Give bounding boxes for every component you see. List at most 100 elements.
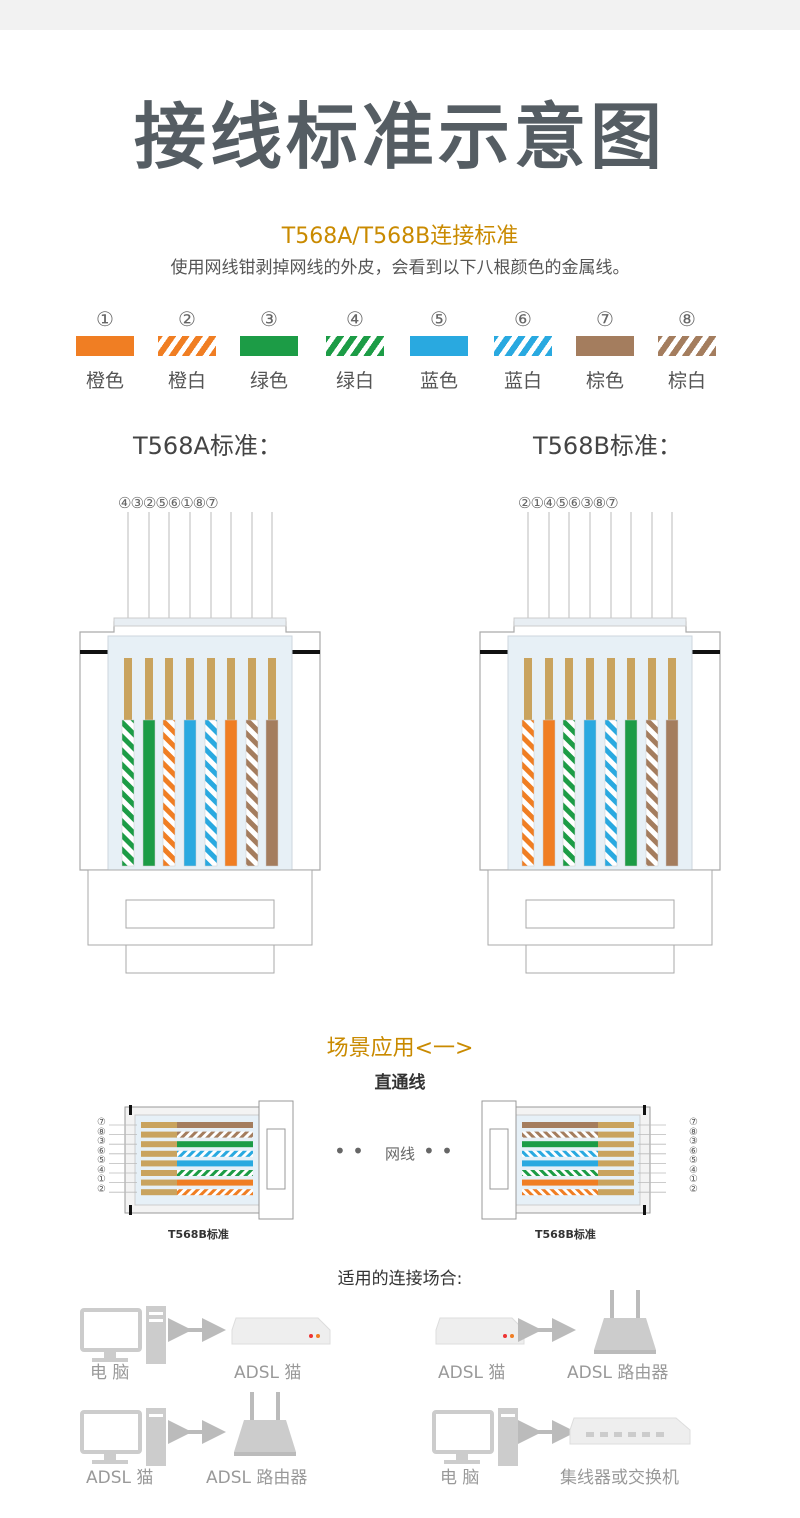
swatch-1: ① 橙色 xyxy=(70,306,140,393)
swatch-2: ② 橙白 xyxy=(152,306,222,393)
swatch-label: 棕白 xyxy=(667,370,706,392)
wire-6 xyxy=(604,719,618,867)
computer-icon-3 xyxy=(432,1408,518,1466)
t568b-connector-diagram xyxy=(479,512,721,974)
intro-description: 使用网线钳剥掉网线的外皮，会看到以下八根颜色的金属线。 xyxy=(170,258,630,278)
small-wire-2 xyxy=(522,1189,598,1196)
swatch-color-bar xyxy=(576,336,634,356)
device-label-7: 电 脑 xyxy=(440,1468,480,1488)
small-wire-7 xyxy=(522,1122,598,1128)
swatch-7: ⑦ 棕色 xyxy=(570,306,640,393)
router-icon xyxy=(594,1290,656,1354)
swatch-label: 蓝白 xyxy=(503,370,542,392)
straight-cable-label: 直通线 xyxy=(374,1073,426,1093)
computer-icon xyxy=(80,1306,166,1364)
computer-icon-2 xyxy=(80,1408,166,1466)
wire-4 xyxy=(121,719,135,867)
small-wire-6 xyxy=(522,1150,598,1157)
small-wire-3 xyxy=(522,1141,598,1148)
top-band xyxy=(0,0,800,30)
router-icon-2 xyxy=(234,1392,296,1456)
wire-4 xyxy=(562,719,576,867)
swatch-number: ③ xyxy=(260,307,278,331)
swatch-number: ④ xyxy=(346,307,364,331)
right-small-pins: ⑦⑧③⑥⑤④①② xyxy=(689,1117,698,1195)
wire-1 xyxy=(224,719,238,867)
small-wire-7 xyxy=(177,1122,253,1128)
swatch-label: 绿色 xyxy=(249,370,288,392)
swatch-number: ② xyxy=(178,307,196,331)
small-wire-1 xyxy=(177,1179,253,1186)
device-label-5: ADSL 猫 xyxy=(86,1468,154,1488)
modem-icon xyxy=(231,1317,331,1345)
device-icons xyxy=(80,1290,691,1466)
swatch-color-bar xyxy=(326,336,384,356)
page-title: 接线标准示意图 xyxy=(133,95,666,179)
swatch-8: ⑧ 棕白 xyxy=(652,306,722,393)
device-label-2: ADSL 猫 xyxy=(234,1363,302,1383)
wire-8 xyxy=(245,719,259,867)
t568a-pin-order: ④③②⑤⑥①⑧⑦ xyxy=(118,494,219,512)
swatch-color-bar xyxy=(494,336,552,356)
small-wire-8 xyxy=(177,1131,253,1138)
swatch-number: ⑥ xyxy=(514,307,532,331)
swatch-label: 橙色 xyxy=(85,370,124,392)
small-wire-1 xyxy=(522,1179,598,1186)
small-wire-6 xyxy=(177,1150,253,1157)
small-wire-5 xyxy=(177,1160,253,1167)
left-std-label: T568B标准 xyxy=(168,1228,229,1241)
swatch-5: ⑤ 蓝色 xyxy=(404,306,474,393)
swatch-4: ④ 绿白 xyxy=(320,306,390,393)
swatch-number: ⑤ xyxy=(430,307,448,331)
swatch-number: ⑦ xyxy=(596,307,614,331)
dots-right: • • xyxy=(423,1139,453,1163)
device-label-6: ADSL 路由器 xyxy=(206,1468,308,1488)
wire-5 xyxy=(583,719,597,867)
standards-subtitle: T568A/T568B连接标准 xyxy=(281,224,519,249)
swatch-label: 橙白 xyxy=(167,370,206,392)
swatch-color-bar xyxy=(658,336,716,356)
wire-3 xyxy=(142,719,156,867)
wire-7 xyxy=(665,719,679,867)
scenario-title: 场景应用<一> xyxy=(326,1036,474,1061)
switch-icon xyxy=(569,1417,691,1445)
device-label-3: ADSL 猫 xyxy=(438,1363,506,1383)
small-wire-2 xyxy=(177,1189,253,1196)
left-small-connector xyxy=(109,1100,294,1220)
device-label-4: ADSL 路由器 xyxy=(567,1363,669,1383)
wire-7 xyxy=(265,719,279,867)
wire-2 xyxy=(521,719,535,867)
swatch-number: ⑧ xyxy=(678,307,696,331)
small-wire-4 xyxy=(177,1170,253,1176)
small-wire-5 xyxy=(522,1160,598,1167)
occasions-title: 适用的连接场合: xyxy=(337,1269,463,1289)
small-wire-4 xyxy=(522,1170,598,1176)
swatch-3: ③ 绿色 xyxy=(234,306,304,393)
swatch-color-bar xyxy=(158,336,216,356)
swatch-label: 棕色 xyxy=(585,370,624,392)
network-cable-word: 网线 xyxy=(384,1145,415,1163)
small-wire-8 xyxy=(522,1131,598,1138)
wire-8 xyxy=(645,719,659,867)
swatch-label: 绿白 xyxy=(335,370,374,392)
device-label-1: 电 脑 xyxy=(90,1363,130,1383)
swatch-6: ⑥ 蓝白 xyxy=(488,306,558,393)
swatch-color-bar xyxy=(240,336,298,356)
swatch-number: ① xyxy=(96,307,114,331)
left-small-pins: ⑦⑧③⑥⑤④①② xyxy=(97,1117,106,1195)
right-small-connector xyxy=(481,1100,666,1220)
swatch-color-bar xyxy=(76,336,134,356)
swatch-label: 蓝色 xyxy=(419,370,458,392)
modem-icon-2 xyxy=(435,1317,525,1345)
wire-6 xyxy=(204,719,218,867)
t568b-pin-order: ②①④⑤⑥③⑧⑦ xyxy=(518,494,619,512)
small-wire-3 xyxy=(177,1141,253,1148)
swatch-color-bar xyxy=(410,336,468,356)
t568b-label: T568B标准： xyxy=(533,432,682,460)
device-label-8: 集线器或交换机 xyxy=(560,1468,679,1488)
t568a-label: T568A标准： xyxy=(133,432,282,460)
wire-1 xyxy=(542,719,556,867)
wire-3 xyxy=(624,719,638,867)
wire-2 xyxy=(162,719,176,867)
wire-5 xyxy=(183,719,197,867)
